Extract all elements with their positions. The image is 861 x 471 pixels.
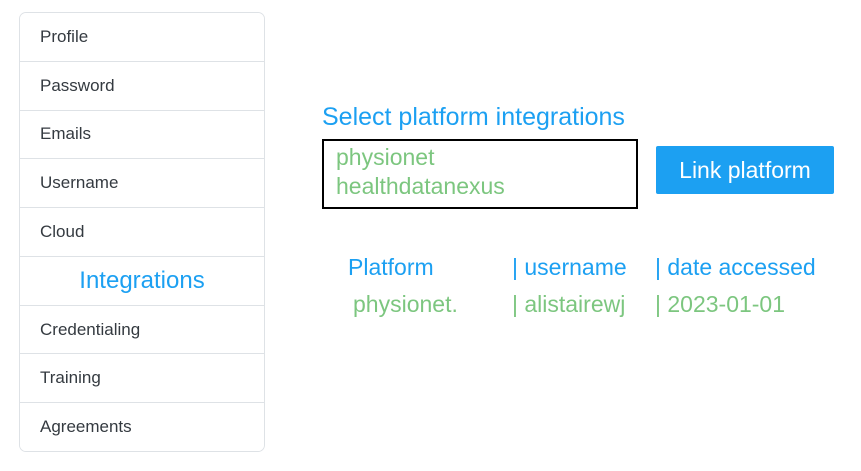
platform-option[interactable]: physionet: [324, 143, 636, 172]
sidebar-item-username[interactable]: Username: [20, 158, 264, 208]
column-header-username: | username: [512, 254, 627, 280]
platform-option[interactable]: healthdatanexus: [324, 172, 636, 201]
page-title: Select platform integrations: [322, 103, 625, 131]
cell-date-accessed: | 2023-01-01: [655, 291, 786, 317]
table-row: physionet. | alistairewj | 2023-01-01: [348, 286, 835, 323]
linked-platforms-table: Platform | username | date accessed phys…: [348, 249, 835, 323]
sidebar-item-credentialing[interactable]: Credentialing: [20, 304, 264, 354]
settings-sidebar: Profile Password Emails Username Cloud I…: [19, 12, 265, 452]
cell-username: | alistairewj: [512, 291, 626, 317]
link-platform-button[interactable]: Link platform: [656, 146, 834, 194]
cell-platform: physionet.: [353, 291, 458, 317]
table-header-row: Platform | username | date accessed: [348, 249, 835, 286]
column-header-date-accessed: | date accessed: [655, 254, 816, 280]
sidebar-item-training[interactable]: Training: [20, 353, 264, 403]
sidebar-item-cloud[interactable]: Cloud: [20, 207, 264, 256]
sidebar-item-password[interactable]: Password: [20, 60, 264, 110]
sidebar-item-integrations[interactable]: Integrations: [20, 255, 264, 305]
column-header-platform: Platform: [348, 254, 434, 280]
sidebar-item-agreements[interactable]: Agreements: [20, 402, 264, 451]
sidebar-item-emails[interactable]: Emails: [20, 109, 264, 159]
sidebar-item-profile[interactable]: Profile: [20, 13, 264, 61]
platform-select[interactable]: physionethealthdatanexus: [322, 139, 638, 209]
